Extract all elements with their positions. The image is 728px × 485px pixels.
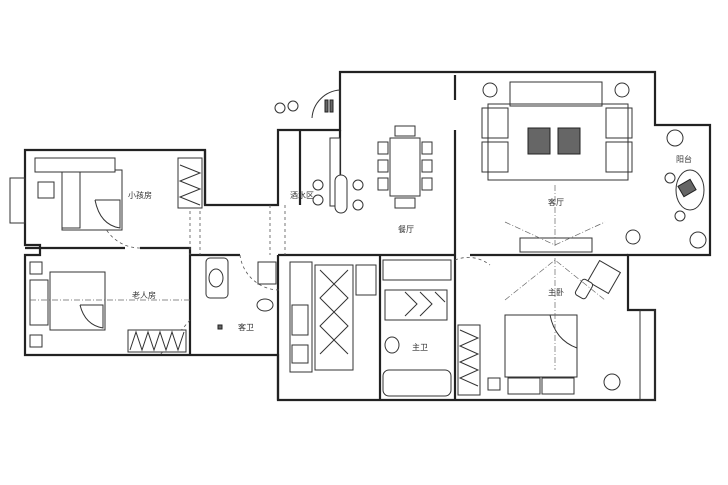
label-elder-room: 老人房 (132, 290, 156, 300)
label-guest-bath: 客卫 (238, 322, 254, 332)
guest-basin (208, 268, 224, 288)
balcony-stool (674, 210, 686, 222)
plant (625, 229, 641, 245)
kitchen-stove (291, 344, 309, 364)
bar-stool (312, 179, 324, 191)
outer-wall (23, 70, 712, 402)
master-wardrobe-hangers (458, 329, 480, 387)
master-bathtub (382, 369, 452, 397)
shower-pattern (404, 291, 446, 317)
coffee-table (557, 127, 581, 155)
balcony-stool (664, 172, 676, 184)
kids-bed (61, 169, 123, 231)
kitchen-island (314, 264, 354, 371)
bar-stool (352, 199, 364, 211)
kitchen-island-pattern (319, 269, 349, 355)
wardrobe-hangers (178, 164, 202, 206)
entrance-door[interactable] (311, 89, 341, 120)
label-master-bath: 主卫 (412, 342, 428, 352)
balcony-plant (689, 231, 707, 249)
bed-view-lines (504, 258, 606, 370)
window-elder (639, 309, 656, 401)
label-balcony: 阳台 (676, 154, 692, 164)
kids-desk (34, 157, 116, 173)
elder-bed (29, 261, 106, 348)
balcony-chair (677, 178, 697, 198)
master-bed (504, 314, 578, 395)
bar-table (334, 174, 348, 214)
door-swings (99, 209, 491, 356)
dividers (189, 205, 286, 255)
master-wardrobe (457, 324, 481, 396)
tv-cabinet (519, 237, 593, 253)
label-kids-room: 小孩房 (128, 190, 152, 200)
dining-table (377, 125, 433, 209)
guest-drain (217, 324, 223, 330)
guest-toilet (256, 298, 274, 312)
master-ottoman (574, 278, 594, 300)
elder-wardrobe-hangers (129, 330, 185, 352)
tv-view-lines (504, 185, 606, 248)
bar-stool (352, 179, 364, 191)
master-sink (382, 259, 452, 281)
window-kids (9, 177, 26, 224)
side-lamp (482, 82, 498, 98)
sofa (481, 81, 633, 173)
side-lamp (614, 82, 630, 98)
master-toilet (384, 336, 400, 354)
coffee-table (527, 127, 551, 155)
entrance-icon (274, 100, 299, 114)
guest-sink (205, 257, 229, 299)
kids-wardrobe (177, 157, 203, 209)
label-living: 客厅 (548, 197, 564, 207)
label-master-bedroom: 主卧 (548, 287, 564, 297)
living-rug (487, 103, 629, 181)
master-armchair (586, 259, 622, 295)
nightstand (487, 377, 501, 391)
master-plant (603, 373, 621, 391)
kitchen-sink (291, 304, 309, 336)
guest-washer (257, 261, 277, 285)
balcony-plant (666, 129, 684, 147)
kitchen-fridge (355, 264, 377, 296)
label-dining: 餐厅 (398, 225, 414, 234)
kids-chair (37, 181, 55, 199)
bar-stool (312, 194, 324, 206)
label-bar-area: 酒水区 (290, 190, 314, 200)
